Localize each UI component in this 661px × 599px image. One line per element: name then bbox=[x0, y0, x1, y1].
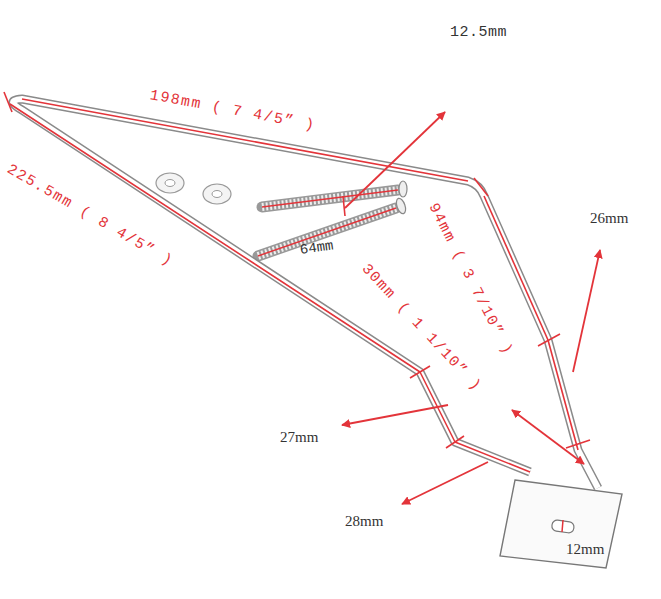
leader-arrow bbox=[342, 405, 448, 425]
dimension-ticks bbox=[4, 92, 590, 448]
dimension-label: 94mm ( 3 7/10” ) bbox=[425, 201, 515, 358]
screw-body bbox=[262, 190, 398, 207]
screw-head bbox=[395, 197, 408, 215]
washer-hole bbox=[165, 180, 175, 187]
dimension-line bbox=[10, 104, 420, 372]
dimension-label: 26mm bbox=[590, 211, 628, 226]
washer bbox=[156, 173, 184, 193]
dimension-label: 64mm bbox=[299, 238, 334, 257]
bracket-tube bbox=[13, 99, 598, 488]
bracket-tube-inner bbox=[13, 99, 598, 488]
screw-body bbox=[258, 208, 396, 256]
plate-slot bbox=[551, 520, 574, 534]
dimension-line bbox=[262, 190, 398, 207]
dimension-label: 225.5mm ( 8 4/5” ) bbox=[4, 162, 175, 270]
leader-arrow bbox=[345, 112, 445, 208]
washer-hole bbox=[212, 191, 222, 198]
screw-head bbox=[399, 181, 407, 197]
leader-arrow bbox=[402, 462, 488, 504]
leader-arrow bbox=[512, 410, 584, 464]
dimension-label: 27mm bbox=[280, 430, 318, 445]
dimension-line bbox=[455, 442, 530, 472]
dimension-line bbox=[258, 208, 396, 256]
mounting-plate bbox=[500, 480, 622, 568]
dimension-label: 28mm bbox=[345, 514, 383, 529]
leader-arrow bbox=[573, 250, 600, 372]
screw-thread bbox=[258, 208, 396, 256]
slot-dimension bbox=[562, 520, 563, 532]
dimension-line bbox=[548, 340, 578, 450]
dimension-label: 12.5mm bbox=[450, 25, 507, 40]
screw-thread bbox=[262, 190, 398, 207]
washer bbox=[203, 184, 231, 204]
dimension-label: 12mm bbox=[566, 542, 604, 557]
